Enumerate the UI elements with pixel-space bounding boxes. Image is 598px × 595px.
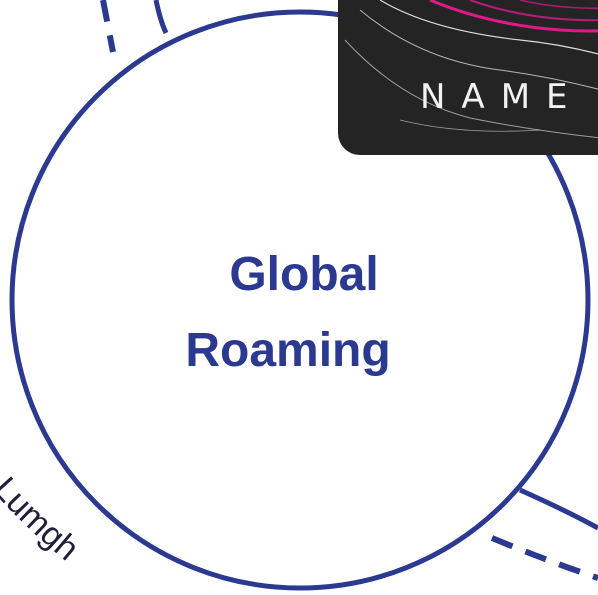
node-label-line1: Global	[229, 248, 378, 301]
card-name-label: NAME	[420, 77, 584, 117]
dashed-connector-top-left	[100, 0, 116, 53]
global-roaming-node-circle	[9, 9, 591, 591]
card-image: NAME	[338, 0, 598, 155]
dashed-connector-bottom-right	[490, 535, 598, 581]
outer-ring-arc-bottom-right	[518, 487, 598, 531]
node-label-line2: Roaming	[185, 324, 390, 377]
curved-edge-label: Lumgh	[0, 470, 86, 568]
curved-edge-label-path: Lumgh	[0, 470, 86, 568]
outer-ring-arc-top-left	[153, 0, 169, 35]
